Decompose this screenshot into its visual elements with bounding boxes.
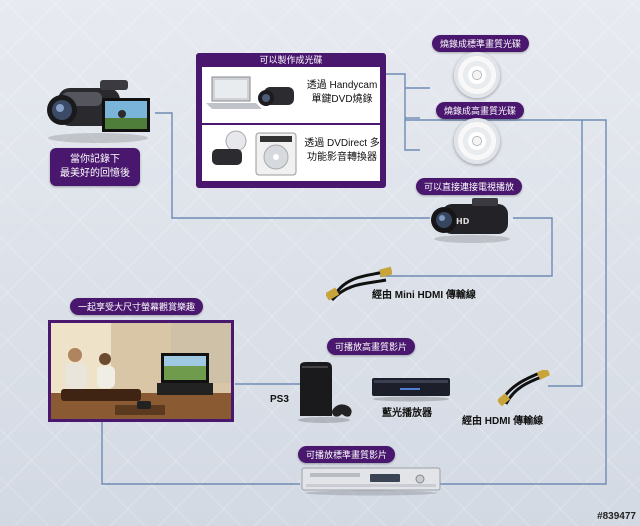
sd-playback-label: 可播放標準畫質影片 [298,446,396,463]
mini-hdmi-cable-icon [326,266,392,302]
handycam-burn-caption: 透過 Handycam 單鍵DVD燒錄 [306,79,378,107]
hd-dvd-disc [454,118,500,164]
laptop-camcorder-image [206,76,294,109]
ps3-label: PS3 [270,394,289,405]
dvdirect-caption: 透過 DVDirect 多 功能影音轉換器 [304,137,380,165]
big-screen-label: 一起享受大尺寸螢幕觀賞樂趣 [70,298,204,315]
dvdirect-device-image [212,130,297,176]
hd-disc-label: 燒錄成高畫質光碟 [436,102,525,119]
svg-text:HD: HD [456,217,470,226]
disc-creation-title: 可以製作成光碟 [259,55,323,65]
ps3-console-image [298,362,352,423]
dvdirect-tile: 透過 DVDirect 多 功能影音轉換器 [202,125,380,181]
dvdirect-line2: 功能影音轉換器 [307,152,377,163]
handycam-burn-tile: 透過 Handycam 單鍵DVD燒錄 [202,67,380,123]
handycam-burn-line2: 單鍵DVD燒錄 [311,94,373,105]
hdmi-cable-icon [498,370,550,407]
handycam-burn-line1: 透過 Handycam [306,80,378,91]
hd-camcorder-image: HD [431,198,510,243]
hdmi-cable-label: 經由 HDMI 傳輸線 [462,416,544,427]
bluray-player-image [372,378,450,402]
mini-hdmi-cable-label: 經由 Mini HDMI 傳輸線 [372,290,476,301]
camcorder-caption-line1: 當你記錄下 [70,154,120,165]
tv-direct-label: 可以直接連接電視播放 [416,178,523,195]
bluray-player-label: 藍光播放器 [382,408,432,419]
camcorder-caption-line2: 最美好的回憶後 [60,168,130,179]
standard-dvd-disc [454,52,500,98]
dvd-recorder-image [301,467,441,496]
standard-disc-label: 燒錄成標準畫質光碟 [432,35,530,52]
dvdirect-line1: 透過 DVDirect 多 [304,138,380,149]
living-room-photo-frame [48,320,234,422]
living-room-photo [51,323,231,419]
camcorder-caption: 當你記錄下 最美好的回憶後 [50,148,140,186]
hd-playback-label: 可播放高畫質影片 [327,338,416,355]
disc-creation-panel: 可以製作成光碟 透過 Handycam 單鍵DVD燒錄 透過 DVDirect … [196,53,386,188]
watermark: #839477 [597,511,636,522]
handycam-camcorder-image [47,80,150,143]
